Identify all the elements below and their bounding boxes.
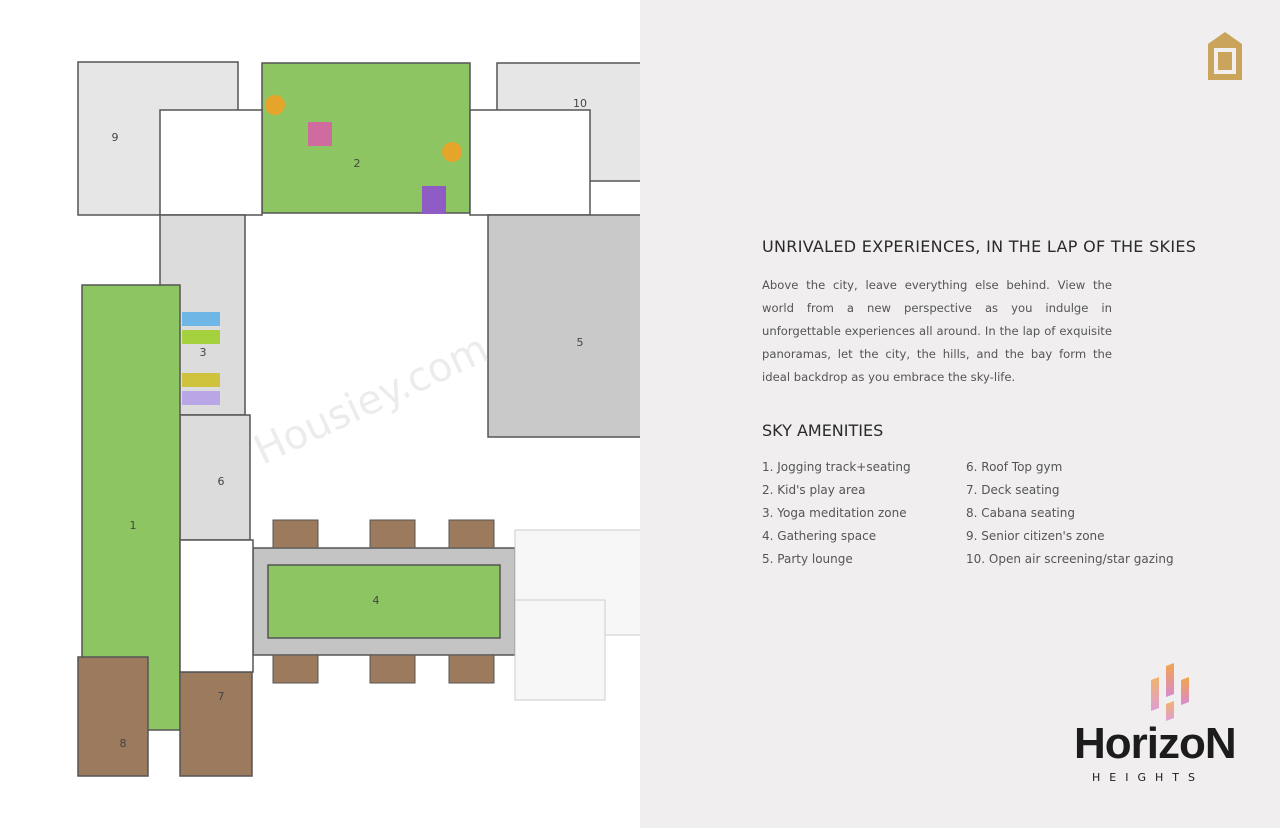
zone-7-deck <box>179 671 253 777</box>
amenities-list-right: 6. Roof Top gym 7. Deck seating 8. Caban… <box>966 456 1174 571</box>
zone-8-cabana <box>77 656 149 777</box>
section-body: Above the city, leave everything else be… <box>762 278 1112 384</box>
amenity-item: 7. Deck seating <box>966 483 1060 497</box>
zone-label-7: 7 <box>218 690 225 703</box>
zone-label-3: 3 <box>200 346 207 359</box>
zone-label-8: 8 <box>120 737 127 750</box>
amenity-item: 10. Open air screening/star gazing <box>966 552 1174 566</box>
zone-label-2: 2 <box>354 157 361 170</box>
amenity-item: 3. Yoga meditation zone <box>762 506 907 520</box>
brand-name: HorizoN <box>1074 719 1237 768</box>
amenity-item: 8. Cabana seating <box>966 506 1075 520</box>
amenity-item: 9. Senior citizen's zone <box>966 529 1105 543</box>
info-panel: UNRIVALED EXPERIENCES, IN THE LAP OF THE… <box>640 0 1280 828</box>
amenity-item: 6. Roof Top gym <box>966 460 1063 474</box>
zone-label-5: 5 <box>577 336 584 349</box>
amenity-item: 5. Party lounge <box>762 552 853 566</box>
zone-label-1: 1 <box>130 519 137 532</box>
floor-plan-drawing: 1 2 3 4 5 6 7 8 9 10 <box>77 61 688 777</box>
zone-6-gym <box>179 414 251 541</box>
zone-label-10: 10 <box>573 97 587 110</box>
zone-1-jogging <box>81 284 181 731</box>
brand-tagline: HEIGHTS <box>1092 771 1204 784</box>
section-heading: UNRIVALED EXPERIENCES, IN THE LAP OF THE… <box>762 237 1197 256</box>
amenity-item: 4. Gathering space <box>762 529 877 543</box>
developer-logo-icon <box>1208 32 1242 80</box>
floor-plan: 1 2 3 4 5 6 7 8 9 10 Housiey.com <box>0 0 688 828</box>
core-left <box>159 109 263 216</box>
zone-label-6: 6 <box>218 475 225 488</box>
brand-mark-icon <box>1151 663 1189 721</box>
zone-5-party-lounge <box>487 214 674 438</box>
amenities-list-left: 1. Jogging track+seating 2. Kid's play a… <box>762 456 911 571</box>
amenity-item: 2. Kid's play area <box>762 483 866 497</box>
core-right <box>469 109 591 216</box>
zone-label-4: 4 <box>373 594 380 607</box>
amenities-title: SKY AMENITIES <box>762 421 884 440</box>
amenity-item: 1. Jogging track+seating <box>762 460 911 474</box>
zone-label-9: 9 <box>112 131 119 144</box>
brand-logo: HorizoN HEIGHTS <box>1074 660 1254 790</box>
